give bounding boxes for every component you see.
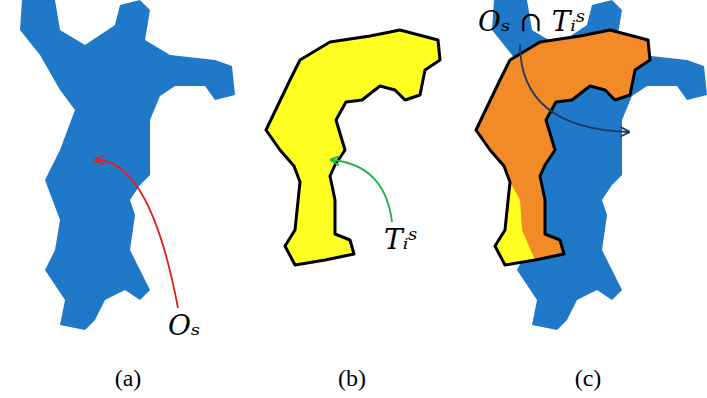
- panel-caption: (c): [575, 366, 602, 390]
- math-label: Oₛ ∩ Tᵢˢ: [478, 8, 585, 36]
- track-mask: [266, 30, 440, 265]
- math-label: Oₛ: [168, 312, 200, 340]
- object-mask: [20, 0, 235, 330]
- panel-caption: (a): [115, 366, 142, 390]
- math-label: Tᵢˢ: [384, 226, 418, 254]
- leader-arrow: [96, 160, 178, 308]
- leader-arrow: [520, 44, 628, 132]
- leader-arrow: [332, 160, 392, 222]
- panel-caption: (b): [338, 366, 366, 390]
- track-mask: [476, 30, 650, 265]
- track-outline: [476, 30, 650, 265]
- intersection-region: [476, 30, 650, 260]
